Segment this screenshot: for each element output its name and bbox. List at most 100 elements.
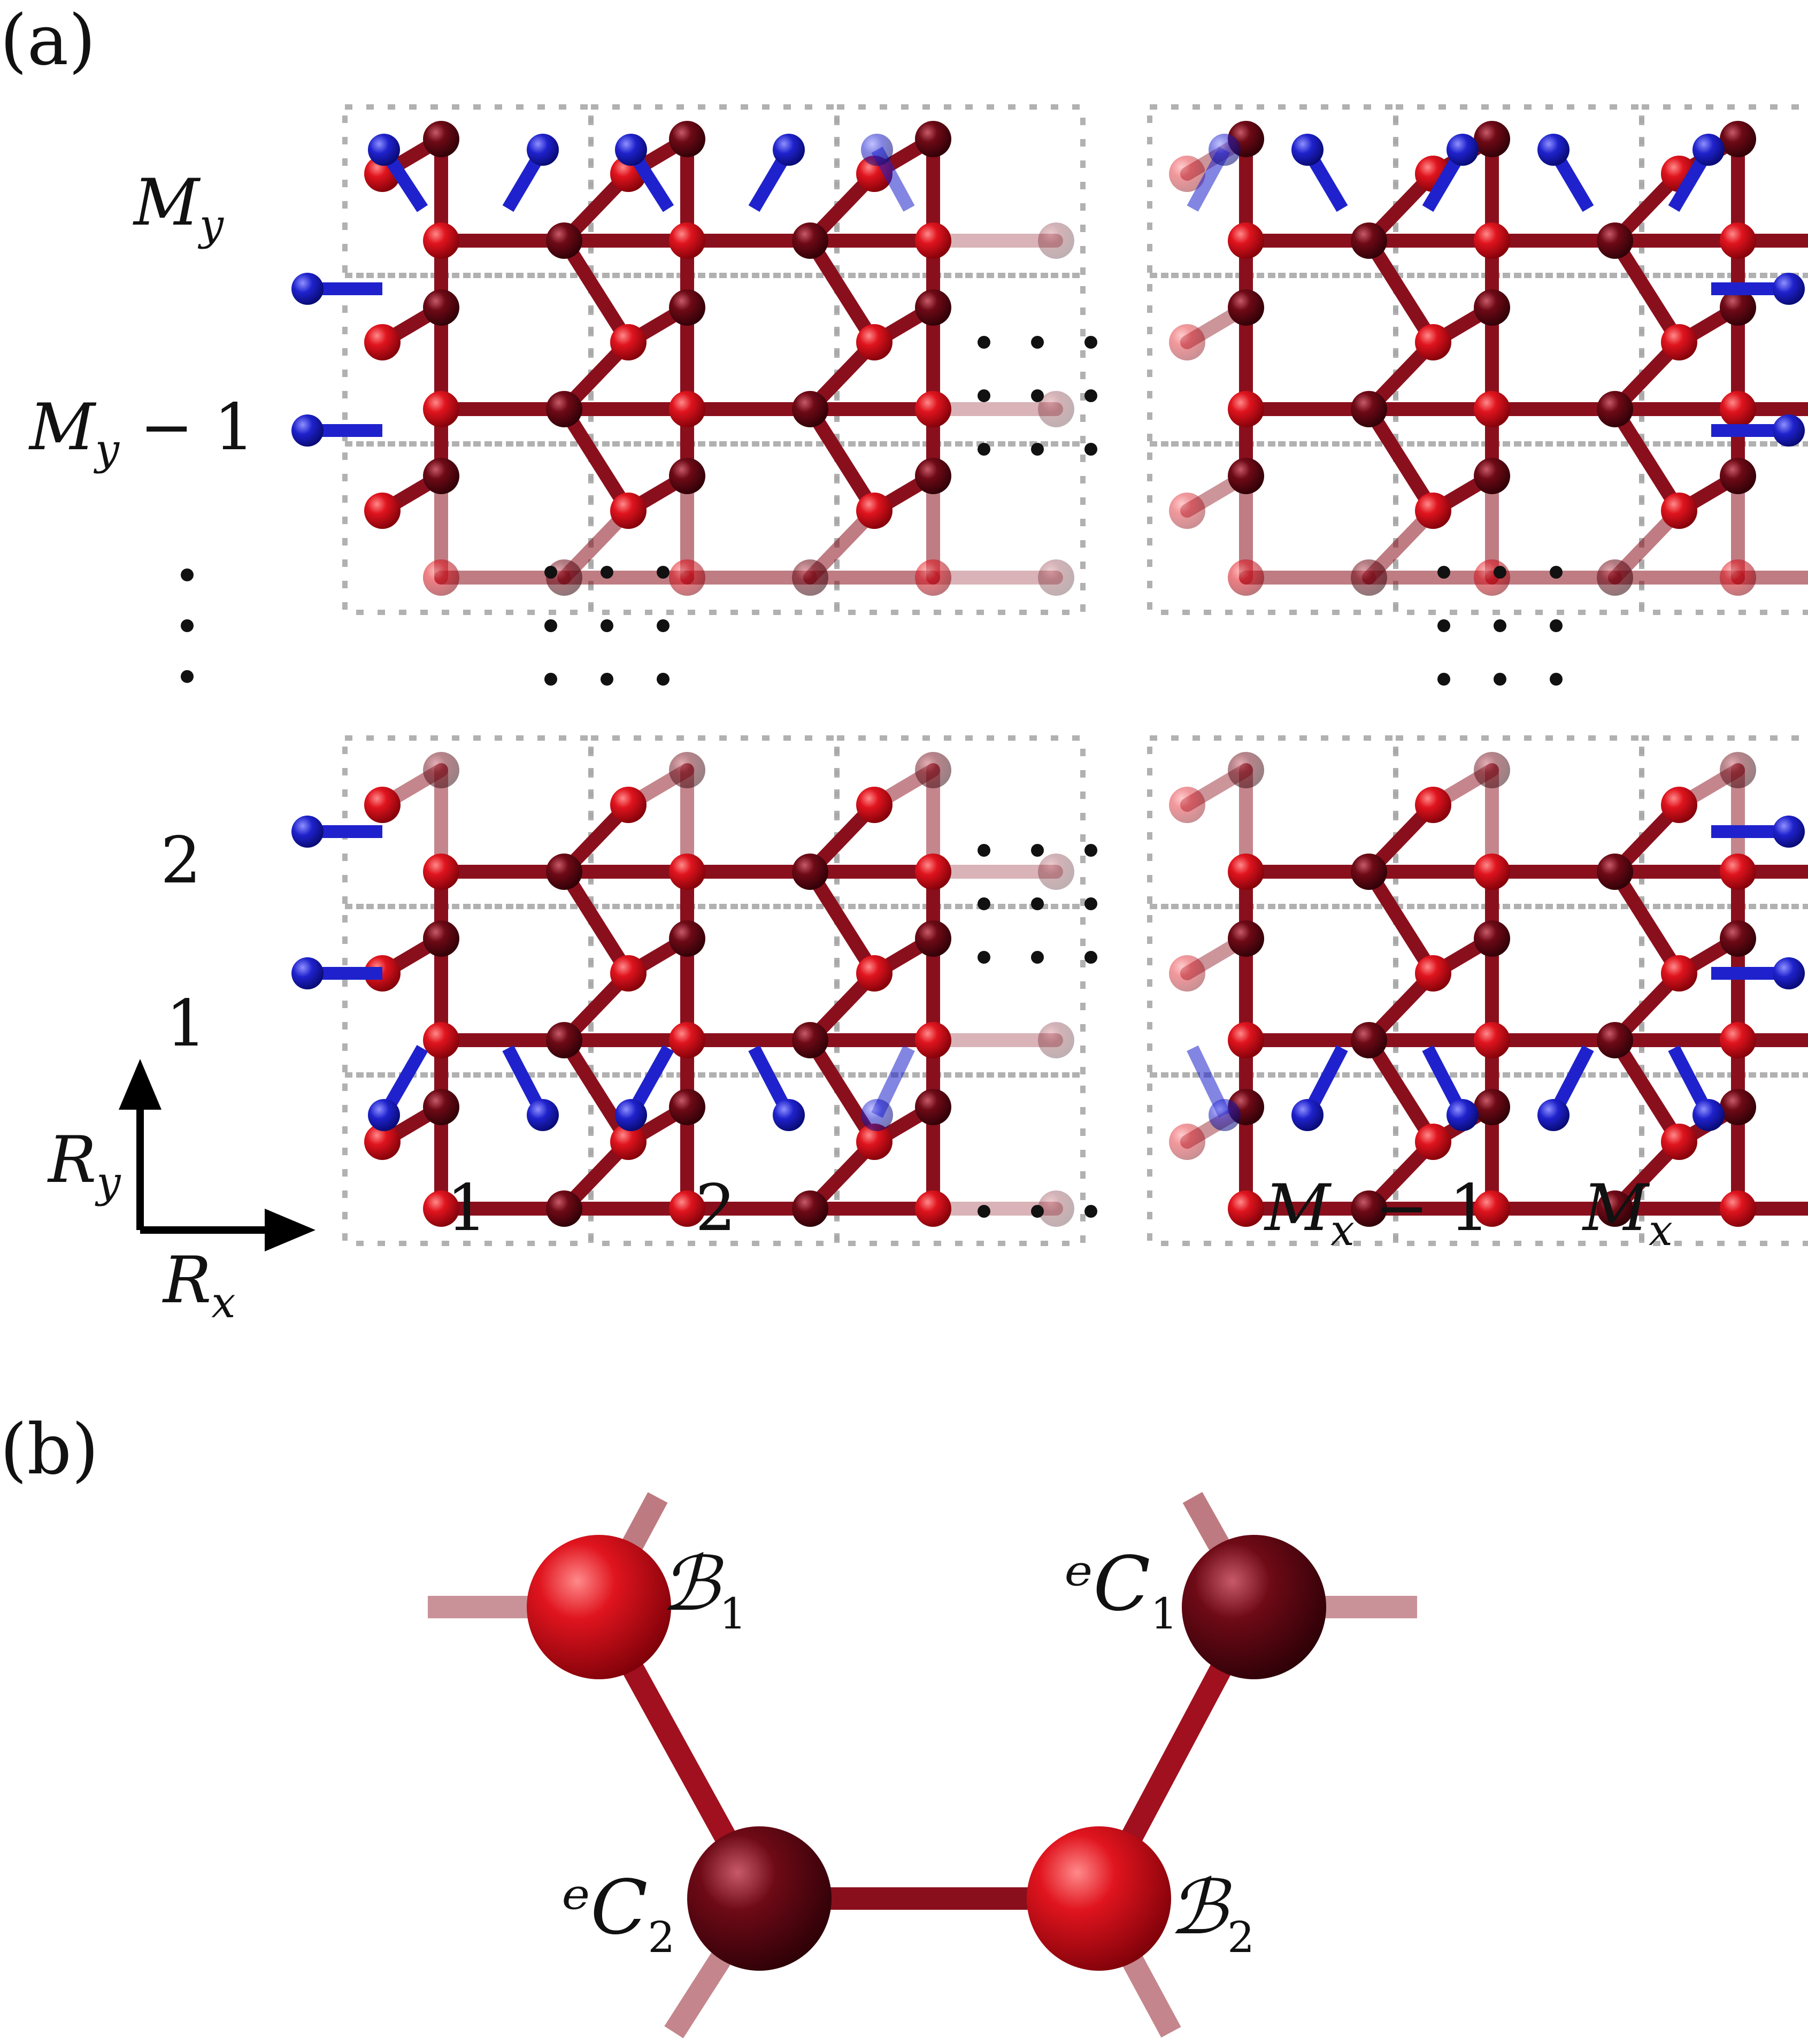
unit-cell-border — [1639, 1072, 1808, 1246]
atom-a — [1474, 752, 1510, 788]
ellipsis-dot — [1550, 619, 1563, 632]
atom-b — [669, 1190, 705, 1227]
atom-a — [1720, 920, 1756, 957]
bond — [1608, 402, 1686, 518]
atom-a — [1228, 289, 1264, 326]
unit-cell-border — [1639, 273, 1808, 447]
atom-b — [610, 1124, 647, 1160]
atom-a — [669, 289, 705, 326]
unit-cell-border — [342, 104, 594, 278]
edge-atom — [368, 134, 400, 166]
zoom-atom-b — [1027, 1826, 1171, 1971]
unit-cell-border — [1147, 441, 1398, 615]
panel-a: (a) My My − 1 2 1 1 2 Mx − 1 Mx Ry Rx — [0, 0, 1808, 1327]
panel-a-label: (a) — [0, 0, 96, 81]
atom-b — [1661, 493, 1697, 529]
atom-b — [1474, 222, 1510, 259]
unit-cell-border — [1393, 904, 1644, 1078]
atom-a — [1474, 1089, 1510, 1125]
edge-atom — [291, 273, 324, 305]
unit-cell-border — [1639, 735, 1808, 909]
atom-b — [1169, 324, 1205, 360]
atom-a — [792, 391, 828, 427]
atom-b — [1720, 854, 1756, 890]
atom-b — [1661, 787, 1697, 823]
atom-a — [1351, 1190, 1387, 1227]
atom-a — [1228, 458, 1264, 494]
atom-b — [1720, 559, 1756, 596]
bond — [1608, 234, 1686, 349]
lattice-blocks — [291, 121, 1808, 1227]
edge-atom — [1773, 273, 1805, 305]
atom-b — [610, 955, 647, 992]
row-label-1: 1 — [166, 987, 206, 1061]
atom-a — [669, 121, 705, 157]
ellipsis-dot — [1031, 844, 1044, 857]
atom-b — [1661, 955, 1697, 992]
edge-atom — [1773, 414, 1805, 447]
edge-atom — [615, 1099, 647, 1131]
ellipsis-dot — [978, 336, 990, 349]
ellipsis-dot — [1494, 673, 1506, 686]
ellipsis-dot — [544, 673, 557, 686]
bond — [557, 234, 635, 349]
atom-a — [1038, 391, 1074, 427]
atom-a — [1720, 752, 1756, 788]
atom-a — [1474, 121, 1510, 157]
atom-a — [423, 121, 459, 157]
unit-cell-border — [1393, 104, 1644, 278]
ellipsis-dot — [1084, 443, 1097, 456]
edge-atom — [291, 816, 324, 848]
ellipsis-dot — [181, 670, 194, 683]
unit-cell-border — [1393, 441, 1644, 615]
atom-a — [792, 559, 828, 596]
atom-b — [669, 854, 705, 890]
ellipsis-dot — [978, 1205, 990, 1218]
unit-cell-border — [588, 904, 840, 1078]
atom-a — [915, 458, 951, 494]
ellipsis-dot — [1031, 897, 1044, 910]
atom-a — [1474, 920, 1510, 957]
unit-cell-border — [834, 735, 1086, 909]
unit-cell-border — [834, 904, 1086, 1078]
zoom-atom-b — [527, 1535, 671, 1679]
unit-cell-border — [342, 441, 594, 615]
panel-b: (b) ℬ1 ᵉC1 ᵉC2 ℬ2 — [0, 1409, 1417, 2039]
edge-atom — [1447, 1099, 1479, 1131]
bond — [803, 1033, 881, 1149]
atom-a — [1720, 1089, 1756, 1125]
unit-cell-border — [588, 735, 840, 909]
atom-a — [546, 1022, 582, 1058]
ellipsis-dot — [1031, 951, 1044, 964]
atom-b — [1415, 1124, 1451, 1160]
ellipsis-dot — [978, 844, 990, 857]
atom-b — [915, 559, 951, 596]
ellipsis-dot — [181, 619, 194, 632]
atom-b — [610, 493, 647, 529]
ellipsis-dot — [1031, 443, 1044, 456]
site-label-b1: ℬ1 — [660, 1541, 747, 1639]
atom-b — [1169, 787, 1205, 823]
ellipsis-dot — [544, 566, 557, 579]
unit-cell-border — [834, 1072, 1086, 1246]
edge-atom — [1537, 134, 1570, 166]
unit-cell-border — [834, 441, 1086, 615]
atom-b — [856, 324, 893, 360]
edge-atom — [861, 1099, 893, 1131]
atom-a — [669, 458, 705, 494]
atom-a — [669, 920, 705, 957]
atom-b — [915, 222, 951, 259]
atom-a — [1038, 559, 1074, 596]
unit-cell-border — [588, 1072, 840, 1246]
atom-b — [423, 854, 459, 890]
ellipsis-dot — [978, 443, 990, 456]
atom-b — [1228, 391, 1264, 427]
ellipsis-dot — [1084, 336, 1097, 349]
edge-atom — [291, 957, 324, 989]
atom-a — [1474, 458, 1510, 494]
unit-cell-border — [1639, 441, 1808, 615]
edge-atom — [527, 134, 559, 166]
atom-b — [856, 787, 893, 823]
atom-b — [669, 391, 705, 427]
atom-a — [1351, 559, 1387, 596]
